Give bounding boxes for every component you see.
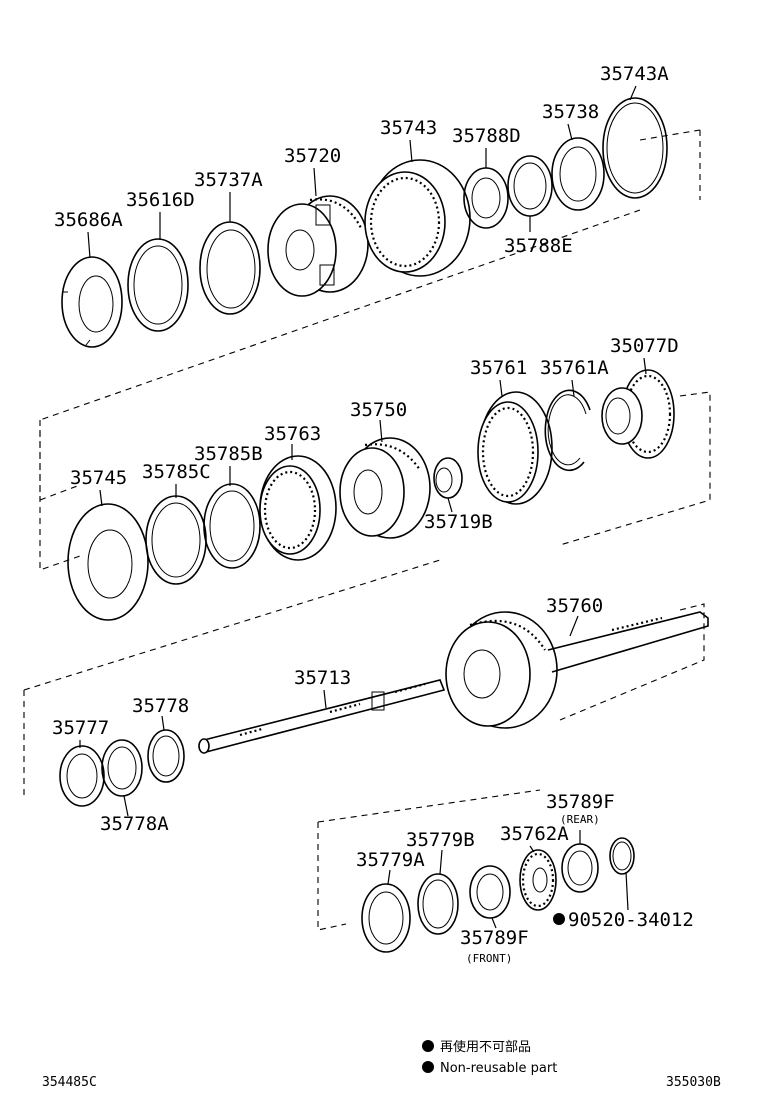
bushing-35777[interactable] <box>59 745 105 807</box>
callout-35785C[interactable]: 35785C <box>142 461 211 483</box>
legend-jp: 再使用不可部品 <box>440 1039 531 1055</box>
callout-35778A[interactable]: 35778A <box>100 813 169 835</box>
bearing-35779B[interactable] <box>417 873 459 935</box>
callout-labels: 35743A 35738 35743 35788D 35720 35737A 3… <box>52 63 694 965</box>
group-4 <box>317 789 635 953</box>
washer-35738[interactable] <box>551 137 605 211</box>
callout-35788E[interactable]: 35788E <box>504 235 573 257</box>
group-1-boundary <box>39 129 701 501</box>
callout-35779A[interactable]: 35779A <box>356 849 425 871</box>
bearing-35788E[interactable] <box>507 155 553 217</box>
bushing-35779A[interactable] <box>361 883 411 953</box>
snap-ring-90520-34012[interactable] <box>609 837 635 875</box>
callout-35616D[interactable]: 35616D <box>126 189 195 211</box>
callout-35750[interactable]: 35750 <box>350 399 407 421</box>
callout-35686A[interactable]: 35686A <box>54 209 123 231</box>
callout-35737A[interactable]: 35737A <box>194 169 263 191</box>
bearing-race-35789F-front[interactable] <box>469 865 511 919</box>
group-2-boundary <box>39 391 711 571</box>
callout-35761A[interactable]: 35761A <box>540 357 609 379</box>
callout-35789F-front[interactable]: 35789F <box>460 927 529 949</box>
callout-35738[interactable]: 35738 <box>542 101 599 123</box>
callout-35777[interactable]: 35777 <box>52 717 109 739</box>
gear-35762A[interactable] <box>519 849 557 911</box>
legend-en: Non-reusable part <box>440 1061 557 1076</box>
group-1 <box>39 85 701 501</box>
bearing-race-35788D[interactable] <box>463 167 509 229</box>
callout-35785B[interactable]: 35785B <box>194 443 263 465</box>
footer-left-code: 354485C <box>42 1075 97 1090</box>
hub-35077D[interactable] <box>601 369 675 459</box>
footer-right-code: 355030B <box>666 1075 721 1090</box>
legend: 再使用不可部品 Non-reusable part <box>422 1039 557 1076</box>
bearing-35778A[interactable] <box>101 739 143 797</box>
bearing-35785C[interactable] <box>145 495 207 585</box>
legend-bullet-icon <box>422 1040 434 1052</box>
callout-35719B[interactable]: 35719B <box>424 511 493 533</box>
ring-35616D[interactable] <box>127 238 189 332</box>
callout-35762A[interactable]: 35762A <box>500 823 569 845</box>
legend-bullet-icon <box>422 1061 434 1073</box>
group-2 <box>39 357 711 621</box>
callout-35720[interactable]: 35720 <box>284 145 341 167</box>
snap-ring-35761A[interactable] <box>544 389 591 472</box>
callout-35743[interactable]: 35743 <box>380 117 437 139</box>
bearing-race-35785B[interactable] <box>203 483 261 569</box>
group-3-boundary <box>23 559 705 795</box>
callout-35745[interactable]: 35745 <box>70 467 127 489</box>
thrust-plate-35745[interactable] <box>67 503 149 621</box>
ring-gear-35743[interactable] <box>364 159 471 277</box>
shaft-35713[interactable] <box>198 679 446 754</box>
thrust-washer-35686A[interactable] <box>61 256 123 348</box>
callout-35763[interactable]: 35763 <box>264 423 321 445</box>
output-shaft-35760[interactable] <box>445 611 709 729</box>
callout-35713[interactable]: 35713 <box>294 667 351 689</box>
non-reusable-marker-icon <box>553 913 565 925</box>
callout-35788D[interactable]: 35788D <box>452 125 521 147</box>
callout-35778[interactable]: 35778 <box>132 695 189 717</box>
callout-35761[interactable]: 35761 <box>470 357 527 379</box>
sun-gear-35719B[interactable] <box>433 457 463 499</box>
callout-35077D[interactable]: 35077D <box>610 335 679 357</box>
callout-35789F-rear[interactable]: 35789F <box>546 791 615 813</box>
group-4-boundary <box>317 789 541 931</box>
callout-35779B[interactable]: 35779B <box>406 829 475 851</box>
sublabel-front: (FRONT) <box>466 952 512 965</box>
ring-gear-35761[interactable] <box>477 391 553 505</box>
callout-35760[interactable]: 35760 <box>546 595 603 617</box>
bearing-race-35789F-rear[interactable] <box>561 843 599 893</box>
washer-35737A[interactable] <box>199 221 261 315</box>
sublabel-rear: (REAR) <box>560 813 600 826</box>
callout-90520-34012[interactable]: 90520-34012 <box>568 909 694 931</box>
bearing-race-35778[interactable] <box>147 729 185 783</box>
snap-ring-35743A[interactable] <box>602 97 668 199</box>
planetary-carrier-35750[interactable] <box>339 437 431 539</box>
callout-35743A[interactable]: 35743A <box>600 63 669 85</box>
group-3 <box>23 559 709 817</box>
planetary-carrier-35720[interactable] <box>267 195 369 297</box>
ring-gear-35763[interactable] <box>259 455 337 561</box>
